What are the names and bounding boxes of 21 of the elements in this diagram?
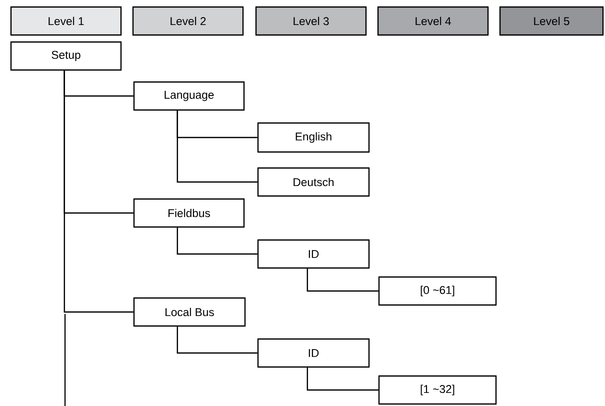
menu-box: [0 ~61] xyxy=(378,276,497,306)
level-header-box: Level 2 xyxy=(132,6,244,36)
connector-line xyxy=(176,110,258,183)
menu-box: Deutsch xyxy=(257,167,370,197)
connector-line xyxy=(306,368,378,391)
level-header-box: Level 3 xyxy=(255,6,367,36)
level-header-box: Level 1 xyxy=(10,6,122,36)
menu-box: Fieldbus xyxy=(133,198,245,228)
connector-line xyxy=(176,326,258,354)
level-header-box: Level 4 xyxy=(377,6,489,36)
menu-box: ID xyxy=(257,338,370,368)
menu-box: Local Bus xyxy=(133,297,246,327)
connector-line xyxy=(176,228,258,255)
connector-line xyxy=(306,268,378,292)
menu-box: Setup xyxy=(10,41,122,71)
connector-line xyxy=(64,70,134,313)
menu-box: ID xyxy=(257,239,370,269)
menu-box: [1 ~32] xyxy=(378,375,497,405)
level-header-box: Level 5 xyxy=(499,6,604,36)
menu-box: Language xyxy=(133,81,245,111)
menu-box: English xyxy=(257,122,370,153)
